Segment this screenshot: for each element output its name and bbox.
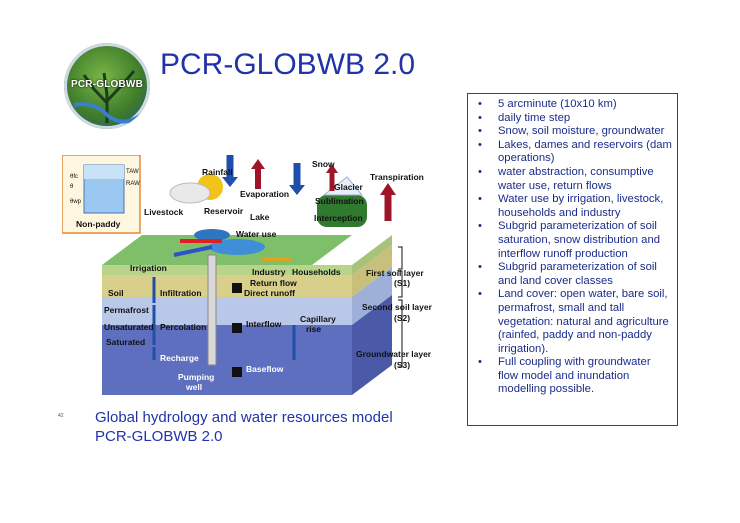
feature-item: Land cover: open water, bare soil, perma…: [472, 288, 673, 356]
feature-item: Subgrid parameterization of soil saturat…: [472, 220, 673, 261]
logo: PCR-GLOBWB: [64, 43, 150, 129]
tree-icon: [73, 70, 146, 124]
theta-label: θ: [70, 184, 74, 190]
slide-number: 42: [58, 413, 64, 419]
bracket-s2: [398, 270, 403, 298]
lake-shape: [209, 239, 265, 255]
side-topsoil: [352, 235, 392, 275]
cloud-icon: [169, 182, 211, 204]
side-groundwater: [352, 295, 392, 395]
reservoir-label: Reservoir: [204, 206, 244, 216]
page-title: PCR-GLOBWB 2.0: [160, 48, 416, 81]
rainfall-label: Rainfall: [202, 167, 233, 177]
second-soil-layer-label: Second soil layer: [362, 302, 433, 312]
permafrost-label: Permafrost: [104, 305, 149, 315]
glacier-label: Glacier: [334, 182, 364, 192]
percolation-label: Percolation: [160, 322, 206, 332]
raw-label: RAW: [126, 181, 140, 187]
households-label: Households: [292, 267, 341, 277]
direct-runoff-outlet: [232, 283, 242, 293]
transpiration-arrowhead: [380, 183, 396, 195]
livestock-label: Livestock: [144, 207, 183, 217]
caption-line-2: PCR-GLOBWB 2.0: [95, 428, 223, 445]
bracket-s1: [398, 246, 403, 270]
caption: Global hydrology and water resources mod…: [95, 408, 393, 446]
industry-label: Industry: [252, 267, 286, 277]
feature-item: Water use by irrigation, livestock, hous…: [472, 193, 673, 220]
groundwater-layer-label: Groundwater layer: [356, 349, 432, 359]
feature-item: Snow, soil moisture, groundwater: [472, 125, 673, 139]
return-flow-label: Return flow: [250, 278, 297, 288]
infiltration-label: Infiltration: [160, 288, 202, 298]
reservoir-shape: [194, 229, 230, 241]
baseflow-label: Baseflow: [246, 364, 284, 374]
interflow-label: Interflow: [246, 319, 282, 329]
sublimation-label: Sublimation: [315, 196, 364, 206]
first-soil-layer: [102, 275, 352, 297]
taw-label: TAW: [126, 169, 139, 175]
first-soil-layer-label: First soil layer: [366, 268, 424, 278]
recharge-label: Recharge: [160, 353, 199, 363]
side-second-layer: [352, 267, 392, 325]
s1-label: (S1): [394, 278, 410, 288]
topsoil-band: [102, 265, 352, 275]
s2-label: (S2): [394, 313, 410, 323]
saturated-label: Saturated: [106, 337, 145, 347]
feature-item: 5 arcminute (10x10 km): [472, 98, 673, 112]
rainfall-arrowhead-2: [289, 185, 305, 195]
pumping-well-icon: [207, 254, 217, 366]
side-first-layer: [352, 245, 392, 297]
lake-label: Lake: [250, 212, 270, 222]
capillary-label: Capillary: [300, 314, 336, 324]
interflow-outlet: [232, 323, 242, 333]
evaporation-arrowhead: [251, 159, 265, 169]
second-soil-layer: [102, 297, 352, 325]
taw-zone: [84, 165, 124, 179]
logo-text: PCR-GLOBWB: [71, 79, 143, 90]
soil-label: Soil: [108, 288, 124, 298]
irrigation-arrow: [173, 245, 213, 257]
caption-line-1: Global hydrology and water resources mod…: [95, 409, 393, 426]
bracket-s3: [398, 299, 403, 368]
feature-item: Full coupling with groundwater flow mode…: [472, 356, 673, 397]
hydrology-diagram: θfc θ θwp TAW RAW Non-paddy: [62, 155, 433, 395]
sublimation-arrowhead: [326, 164, 338, 173]
non-paddy-label: Non-paddy: [76, 219, 121, 229]
unsaturated-label: Unsaturated: [104, 322, 154, 332]
theta-wp-label: θwp: [70, 199, 82, 205]
groundwater-layer: [102, 325, 352, 395]
feature-item: Subgrid parameterization of soil and lan…: [472, 261, 673, 288]
well-label: well: [185, 382, 202, 392]
feature-list: 5 arcminute (10x10 km)daily time stepSno…: [472, 98, 673, 397]
evaporation-label: Evaporation: [240, 189, 289, 199]
irrigation-label: Irrigation: [130, 263, 167, 273]
feature-item: water abstraction, consumptive water use…: [472, 166, 673, 193]
snow-label: Snow: [312, 159, 335, 169]
feature-item: daily time step: [472, 112, 673, 126]
forest-icon: [317, 195, 367, 227]
feature-list-box: 5 arcminute (10x10 km)daily time stepSno…: [467, 93, 678, 426]
water-use-label: Water use: [236, 229, 277, 239]
feature-item: Lakes, dames and reservoirs (dam operati…: [472, 139, 673, 166]
rainfall-arrowhead: [222, 177, 238, 187]
s3-label: (S3): [394, 360, 410, 370]
theta-fc-label: θfc: [70, 174, 78, 180]
interception-label: Interception: [314, 213, 363, 223]
transpiration-label: Transpiration: [370, 172, 424, 182]
direct-runoff-label: Direct runoff: [244, 288, 295, 298]
baseflow-outlet: [232, 367, 242, 377]
pumping-label: Pumping: [178, 372, 214, 382]
rise-label: rise: [306, 324, 321, 334]
